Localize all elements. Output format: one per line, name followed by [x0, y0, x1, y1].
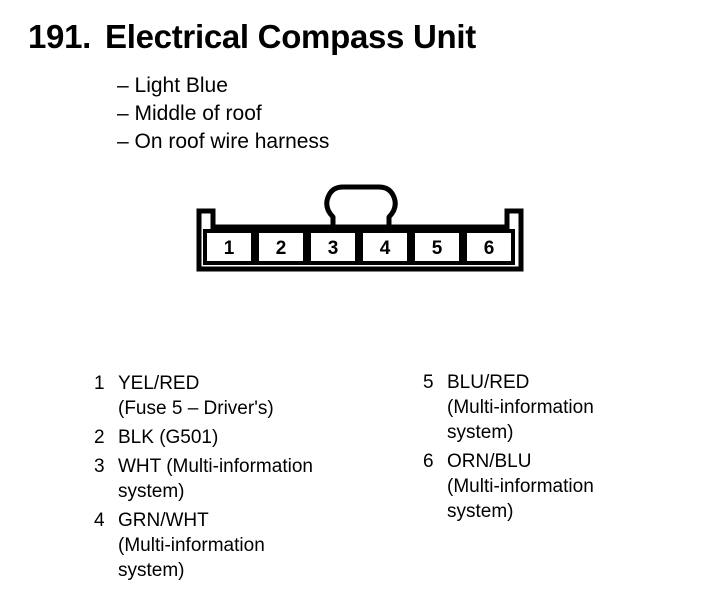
- pin-description: (Multi-information: [447, 397, 594, 418]
- pin-entry-6: 6 ORN/BLU (Multi-information system): [423, 449, 594, 524]
- pin-description: system): [447, 501, 514, 522]
- note-location: – Middle of roof: [117, 102, 262, 125]
- pin-wire-color: GRN/WHT: [118, 510, 209, 531]
- pin-wire-color: ORN/BLU: [447, 451, 532, 472]
- pin-description: system): [118, 560, 185, 581]
- pin-cavity-3: [307, 229, 359, 265]
- connector-housing: [196, 208, 524, 272]
- title-number: 191.: [28, 18, 92, 55]
- connector-diagram: 1 2 3 4 5 6: [196, 184, 524, 272]
- pin-legend-right: 5 BLU/RED (Multi-information system) 6 O…: [423, 370, 594, 528]
- pin-description: system): [447, 422, 514, 443]
- pin-wire-color: BLK (G501): [118, 427, 219, 448]
- pin-number: 5: [423, 372, 434, 393]
- connector-notes: – Light Blue – Middle of roof – On roof …: [117, 72, 329, 156]
- pin-entry-1: 1 YEL/RED (Fuse 5 – Driver's): [94, 371, 313, 421]
- pin-cavity-2: [255, 229, 307, 265]
- pin-entry-2: 2 BLK (G501): [94, 425, 313, 450]
- pin-cavity-6: [463, 229, 515, 265]
- title-text: Electrical Compass Unit: [105, 18, 476, 55]
- pin-cavity-4: [359, 229, 411, 265]
- connector-lock-tab: [324, 184, 398, 225]
- pin-number: 6: [423, 451, 434, 472]
- pin-description: system): [118, 481, 185, 502]
- pin-legend-left: 1 YEL/RED (Fuse 5 – Driver's) 2 BLK (G50…: [94, 371, 313, 587]
- pin-wire-color: BLU/RED: [447, 372, 530, 393]
- pin-label-5: 5: [432, 238, 443, 259]
- pin-description: (Multi-information: [447, 476, 594, 497]
- pin-entry-3: 3 WHT (Multi-information system): [94, 454, 313, 504]
- pin-label-3: 3: [328, 238, 339, 259]
- pin-number: 4: [94, 510, 105, 531]
- note-color: – Light Blue: [117, 74, 228, 97]
- pin-cavities: [203, 229, 515, 265]
- note-harness: – On roof wire harness: [117, 130, 330, 153]
- pin-number: 3: [94, 456, 105, 477]
- pin-label-6: 6: [484, 238, 495, 259]
- pin-label-2: 2: [276, 238, 287, 259]
- pin-number: 2: [94, 427, 105, 448]
- pin-entry-4: 4 GRN/WHT (Multi-information system): [94, 508, 313, 583]
- pin-cavity-1: [203, 229, 255, 265]
- pin-wire-color: WHT (Multi-information: [118, 456, 313, 477]
- pin-description: (Multi-information: [118, 535, 265, 556]
- pin-number: 1: [94, 373, 105, 394]
- pin-wire-color: YEL/RED: [118, 373, 200, 394]
- pin-label-1: 1: [224, 238, 235, 259]
- pin-description: (Fuse 5 – Driver's): [118, 398, 274, 419]
- pin-entry-5: 5 BLU/RED (Multi-information system): [423, 370, 594, 445]
- pin-cavity-5: [411, 229, 463, 265]
- pin-label-4: 4: [380, 238, 391, 259]
- page-title: 191. Electrical Compass Unit: [28, 18, 476, 56]
